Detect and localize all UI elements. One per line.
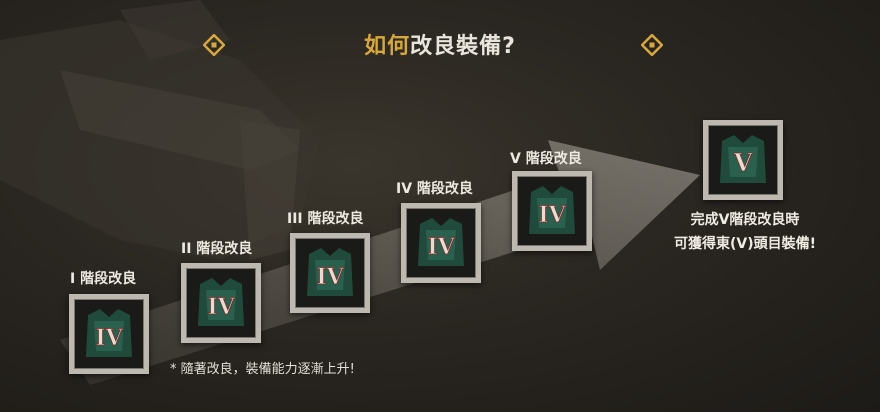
- stage-2-label: II 階段改良: [181, 241, 253, 257]
- title-rest: 改良裝備?: [410, 34, 516, 59]
- stage-4-item[interactable]: IV: [401, 203, 481, 283]
- final-numeral: V: [733, 148, 753, 177]
- stage-1-label: I 階段改良: [70, 271, 137, 287]
- stage-5-label: V 階段改良: [510, 151, 582, 167]
- final-item[interactable]: V: [703, 120, 783, 200]
- final-description: 完成V階段改良時 可獲得東(V)頭目裝備!: [650, 208, 840, 256]
- page-title: 如何改良裝備?: [0, 28, 880, 60]
- armor-chest-icon: [198, 278, 244, 326]
- footnote: * 隨著改良，裝備能力逐漸上升!: [170, 362, 355, 377]
- armor-chest-icon: [307, 248, 353, 296]
- stage-4-label: IV 階段改良: [396, 181, 473, 197]
- final-line-1: 完成V階段改良時: [690, 212, 800, 228]
- ornament-left-icon: [202, 33, 226, 57]
- stage-5-numeral: IV: [538, 202, 566, 228]
- stage-5-item[interactable]: IV: [512, 171, 592, 251]
- stage-2-item[interactable]: IV: [181, 263, 261, 343]
- title-highlight: 如何: [364, 34, 411, 59]
- stage-1-numeral: IV: [95, 325, 123, 351]
- ornament-right-icon: [640, 33, 664, 57]
- armor-chest-icon: [418, 218, 464, 266]
- stage-1-item[interactable]: IV: [69, 294, 149, 374]
- stage-3-item[interactable]: IV: [290, 233, 370, 313]
- armor-chest-icon: [86, 309, 132, 357]
- stage-2-numeral: IV: [207, 294, 235, 320]
- final-line-2: 可獲得東(V)頭目裝備!: [673, 236, 817, 252]
- armor-chest-icon: [529, 186, 575, 234]
- stage-3-label: III 階段改良: [287, 211, 364, 227]
- stage-4-numeral: IV: [427, 234, 455, 260]
- armor-chest-icon: [720, 135, 766, 183]
- stage-3-numeral: IV: [316, 264, 344, 290]
